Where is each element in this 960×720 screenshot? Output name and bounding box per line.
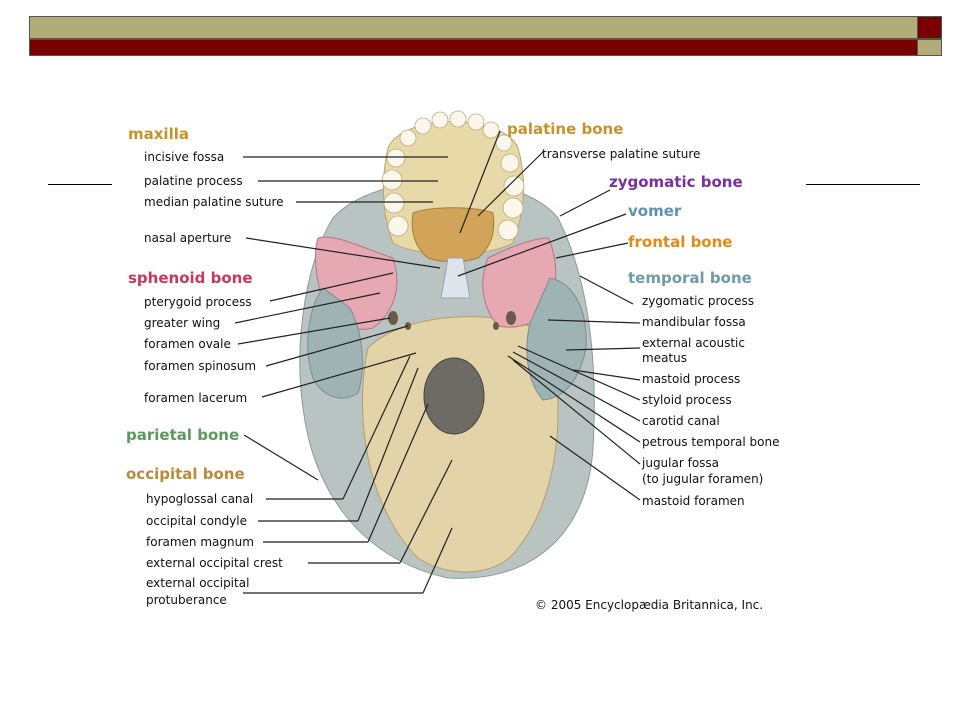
label-jugular-fossa-line1: jugular fossa xyxy=(641,456,719,470)
label-carotid-canal: carotid canal xyxy=(642,414,720,428)
bone-label-maxilla: maxilla xyxy=(128,125,189,143)
title-bar-corner-olive xyxy=(917,39,942,56)
label-external-occipital-protuberance-line1: external occipital xyxy=(146,576,249,590)
label-foramen-magnum: foramen magnum xyxy=(146,535,254,549)
leader-lines xyxy=(234,130,641,594)
bone-label-temporal: temporal bone xyxy=(628,269,752,287)
foramina xyxy=(388,311,516,330)
label-external-acoustic-line1: external acoustic xyxy=(642,336,745,350)
vomer-shape xyxy=(440,257,471,299)
bone-label-sphenoid: sphenoid bone xyxy=(128,269,253,287)
label-zygomatic-process: zygomatic process xyxy=(642,294,754,308)
title-bar-olive xyxy=(29,16,918,39)
title-bar-red xyxy=(29,39,918,56)
label-external-occipital-protuberance-line2: protuberance xyxy=(146,593,227,607)
label-incisive-fossa: incisive fossa xyxy=(144,150,224,164)
label-hypoglossal-canal: hypoglossal canal xyxy=(146,492,253,506)
copyright-notice: © 2005 Encyclopædia Britannica, Inc. xyxy=(535,598,763,612)
bone-label-vomer: vomer xyxy=(628,202,682,220)
label-mastoid-process: mastoid process xyxy=(642,372,740,386)
label-foramen-ovale: foramen ovale xyxy=(144,337,231,351)
bone-label-occipital: occipital bone xyxy=(126,465,245,483)
bone-label-zygomatic: zygomatic bone xyxy=(609,173,743,191)
label-transverse-palatine-suture: transverse palatine suture xyxy=(542,147,700,161)
label-external-occipital-crest: external occipital crest xyxy=(146,556,283,570)
label-styloid-process: styloid process xyxy=(642,393,732,407)
temporal-left-shape xyxy=(307,287,363,399)
foramen-magnum-shape xyxy=(423,357,485,435)
label-jugular-fossa-line2: (to jugular foramen) xyxy=(642,472,763,486)
label-greater-wing: greater wing xyxy=(144,316,220,330)
skull-base-diagram: maxilla palatine bone zygomatic bone vom… xyxy=(118,108,808,620)
label-petrous-temporal-bone: petrous temporal bone xyxy=(642,435,780,449)
divider-line-right xyxy=(806,184,920,185)
bone-label-frontal: frontal bone xyxy=(628,233,732,251)
label-pterygoid-process: pterygoid process xyxy=(144,295,252,309)
bone-label-parietal: parietal bone xyxy=(126,426,239,444)
label-mastoid-foramen: mastoid foramen xyxy=(642,494,745,508)
label-external-acoustic-line2: meatus xyxy=(642,351,687,365)
bone-label-palatine: palatine bone xyxy=(507,120,623,138)
label-nasal-aperture: nasal aperture xyxy=(144,231,231,245)
skull-base-svg: maxilla palatine bone zygomatic bone vom… xyxy=(126,110,780,612)
label-mandibular-fossa: mandibular fossa xyxy=(642,315,746,329)
teeth xyxy=(381,110,525,241)
label-palatine-process: palatine process xyxy=(144,174,243,188)
divider-line-left xyxy=(48,184,112,185)
label-median-palatine-suture: median palatine suture xyxy=(144,195,284,209)
title-bar-corner-red xyxy=(917,16,942,39)
palatine-shape xyxy=(411,207,495,263)
label-occipital-condyle: occipital condyle xyxy=(146,514,247,528)
skull-illustration xyxy=(299,110,595,579)
label-foramen-lacerum: foramen lacerum xyxy=(144,391,247,405)
label-foramen-spinosum: foramen spinosum xyxy=(144,359,256,373)
